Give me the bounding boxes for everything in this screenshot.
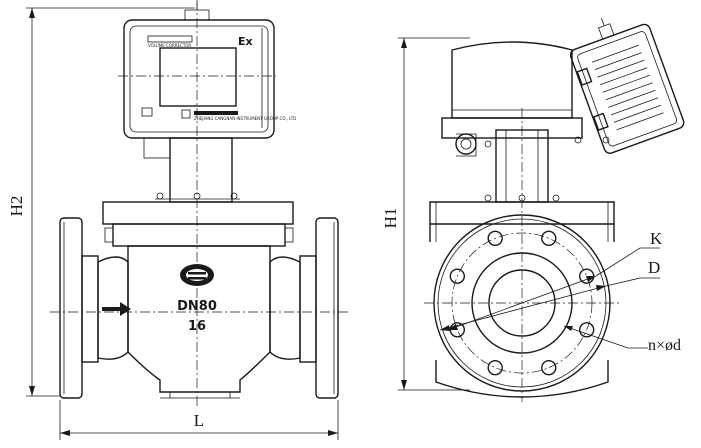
nominal-size-mark: DN80 [177, 299, 217, 314]
dimension-label-h1: H1 [381, 208, 400, 229]
manufacturer-logo-icon [180, 264, 214, 286]
front-body [97, 245, 301, 399]
ex-mark: Ex [238, 35, 253, 48]
dimension-label-k: K [650, 229, 663, 248]
front-stem [140, 137, 260, 203]
dimension-k: K [447, 229, 663, 331]
bolt-hole [541, 360, 557, 376]
dimension-label-bolt-holes: n×ød [648, 337, 681, 354]
dimension-d: D [439, 258, 660, 331]
bolt-hole [579, 322, 595, 338]
device-subtitle: VOLUME CORRECTOR [148, 43, 191, 48]
side-head [451, 41, 573, 119]
front-view: H2 L [7, 0, 350, 440]
dimension-label-l: L [194, 411, 204, 430]
bolt-hole [541, 230, 557, 247]
bolt-hole [487, 360, 503, 376]
side-stem [441, 117, 610, 203]
front-cover [102, 192, 294, 247]
flow-direction-arrow-icon [102, 302, 131, 316]
dimension-bolt-holes: n×ød [563, 325, 681, 354]
dimension-label-d: D [648, 258, 660, 277]
dimension-l: L [59, 400, 339, 440]
side-view: H1 [381, 18, 685, 402]
front-head: Ex VOLUME CORRECTOR ZHEJIANG CANGNAN INS… [123, 2, 296, 139]
pressure-rating-mark: 16 [188, 319, 206, 334]
dimension-h1: H1 [381, 37, 470, 391]
bolt-hole [449, 268, 465, 284]
front-flanges [59, 217, 339, 399]
manufacturer-english: ZHEJIANG CANGNAN INSTRUMENT GROUP CO., L… [194, 116, 296, 121]
bolt-hole [487, 230, 503, 247]
dimension-label-h2: H2 [7, 196, 26, 217]
dimension-h2: H2 [7, 7, 195, 397]
side-display-box [569, 18, 685, 154]
